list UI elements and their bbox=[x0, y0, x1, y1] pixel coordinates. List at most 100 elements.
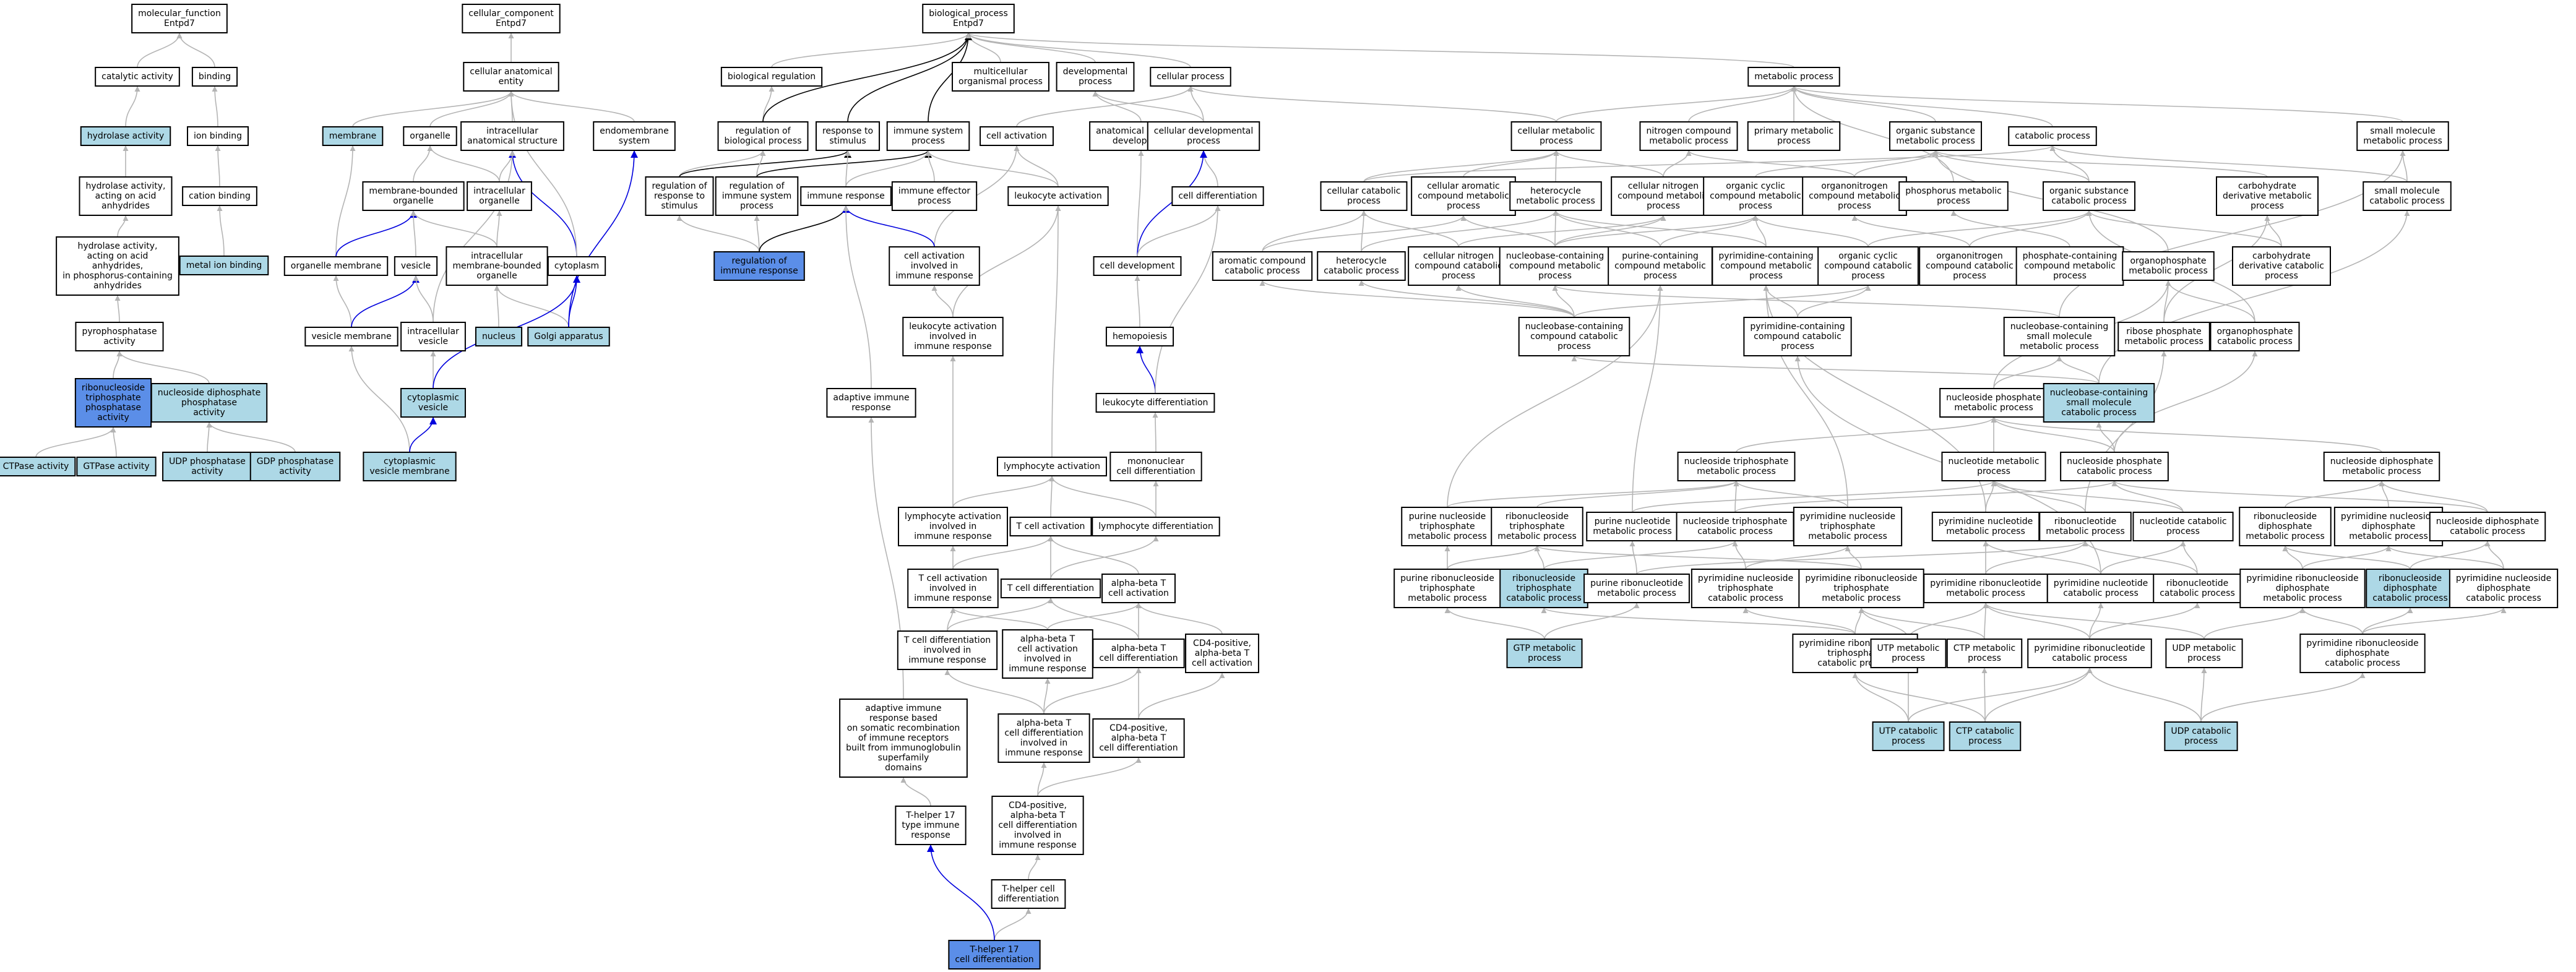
go-term-label: UDP phosphatase bbox=[169, 457, 246, 467]
go-term-label: metabolic process bbox=[1593, 527, 1672, 536]
go-term-label: purine nucleotide bbox=[1595, 517, 1671, 527]
go-term-box bbox=[1586, 512, 1679, 541]
is-a-edge bbox=[2282, 545, 2303, 570]
is-a-edge bbox=[1553, 210, 1661, 247]
go-term-label: cell activation bbox=[904, 251, 965, 261]
go-term-label: primary metabolic bbox=[1754, 126, 1834, 136]
go-term-label: compound catabolic bbox=[1824, 261, 1912, 271]
go-term-label: immune response bbox=[914, 531, 992, 541]
go-term-node: biological regulation bbox=[720, 67, 823, 87]
go-term-label: immune response bbox=[720, 266, 798, 276]
go-term-label: GTP metabolic bbox=[1513, 643, 1575, 653]
go-term-label: anhydrides, bbox=[92, 261, 143, 271]
go-term-box bbox=[131, 4, 228, 33]
is-a-edge bbox=[429, 90, 514, 127]
is-a-edge bbox=[1983, 540, 2101, 575]
is-a-edge bbox=[1556, 85, 1797, 123]
go-term-box bbox=[1320, 181, 1408, 211]
go-term-box bbox=[895, 806, 967, 845]
is-a-edge bbox=[1544, 602, 1640, 640]
is-a-edge bbox=[754, 215, 760, 252]
relation-edge bbox=[847, 32, 972, 123]
go-term-label: catabolic process bbox=[1324, 266, 1399, 276]
is-a-edge bbox=[1985, 480, 1997, 513]
go-term-label: involved in bbox=[1024, 654, 1072, 664]
go-term-label: cellular_component bbox=[468, 9, 554, 19]
is-a-edge bbox=[1200, 150, 1218, 187]
go-term-label: immune response bbox=[914, 593, 992, 603]
go-term-label: ribose phosphate bbox=[2126, 327, 2202, 337]
go-term-label: nucleus bbox=[482, 332, 515, 342]
go-term-label: process bbox=[2166, 527, 2200, 536]
go-term-label: pyrimidine ribonucleoside bbox=[1805, 574, 1917, 583]
go-term-box bbox=[1150, 67, 1231, 87]
go-term-box bbox=[1747, 121, 1841, 151]
go-term-box bbox=[2239, 507, 2332, 546]
go-term-label: phosphatase bbox=[181, 398, 237, 408]
is-a-edge bbox=[2111, 480, 2488, 513]
is-a-edge bbox=[2299, 607, 2363, 635]
go-term-box bbox=[1185, 634, 1259, 673]
is-a-edge bbox=[1991, 480, 2184, 513]
go-term-box bbox=[1491, 507, 1583, 546]
go-term-box bbox=[2153, 574, 2242, 603]
go-term-label: phosphatase bbox=[85, 403, 141, 413]
is-a-edge bbox=[137, 32, 183, 68]
go-term-label: cell activation bbox=[986, 131, 1047, 141]
relation-edge bbox=[927, 844, 995, 941]
go-term-label: cellular aromatic bbox=[1427, 181, 1500, 191]
go-term-label: Golgi apparatus bbox=[534, 332, 603, 342]
is-a-edge bbox=[2165, 280, 2255, 323]
go-term-label: intracellular bbox=[407, 327, 459, 337]
is-a-edge bbox=[1852, 672, 1909, 723]
is-a-edge bbox=[1950, 210, 2070, 247]
go-term-label: purine nucleoside bbox=[1409, 512, 1486, 522]
is-a-edge bbox=[2059, 150, 2406, 318]
go-term-label: cation binding bbox=[189, 191, 251, 201]
go-term-box bbox=[2366, 569, 2455, 608]
go-term-box bbox=[363, 452, 457, 481]
go-term-box bbox=[0, 457, 76, 476]
is-a-edge bbox=[1536, 480, 1739, 508]
go-term-label: nitrogen compound bbox=[1646, 126, 1731, 136]
is-a-edge bbox=[952, 535, 1054, 570]
go-term-label: UDP catabolic bbox=[2171, 726, 2231, 736]
go-term-label: organelle membrane bbox=[291, 261, 381, 271]
go-term-label: Entpd7 bbox=[496, 19, 527, 28]
go-term-box bbox=[446, 246, 548, 286]
go-term-box bbox=[891, 181, 978, 211]
go-term-label: pyrimidine-containing bbox=[1718, 251, 1813, 261]
is-a-edge bbox=[2484, 540, 2504, 570]
go-term-label: pyrimidine nucleoside bbox=[1698, 574, 1793, 583]
is-a-edge bbox=[676, 215, 760, 252]
go-term-label: metabolic process bbox=[1597, 588, 1676, 598]
is-a-edge bbox=[947, 597, 1054, 632]
is-a-edge bbox=[1554, 215, 1666, 247]
go-term-box bbox=[1212, 251, 1313, 281]
go-term-label: pyrimidine-containing bbox=[1750, 322, 1845, 332]
is-a-edge bbox=[1447, 545, 1540, 570]
is-a-edge bbox=[1742, 607, 1856, 635]
go-term-label: process bbox=[1643, 271, 1677, 281]
go-term-label: stimulus bbox=[661, 201, 697, 211]
relation-edge bbox=[759, 205, 850, 252]
go-term-box bbox=[1007, 186, 1109, 206]
go-term-box bbox=[839, 699, 968, 778]
is-a-edge bbox=[1016, 85, 1194, 127]
go-term-label: nucleoside triphosphate bbox=[1684, 457, 1789, 467]
go-term-box bbox=[1092, 639, 1185, 668]
is-a-edge bbox=[2049, 145, 2408, 183]
